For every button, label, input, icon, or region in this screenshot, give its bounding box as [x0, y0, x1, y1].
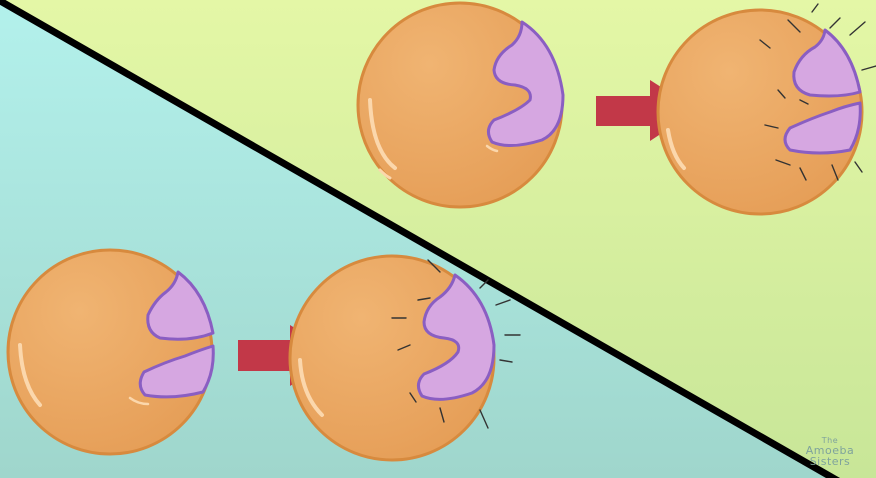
substrate-bound: [487, 20, 565, 147]
diagonal-divider: [0, 0, 841, 478]
substrate-lower: [138, 344, 215, 399]
energy-lines-top: [759, 3, 876, 181]
product-fragment-upper: [792, 28, 862, 98]
energy-lines-bottom: [391, 259, 521, 429]
substrate-upper: [146, 270, 215, 341]
product-joined: [417, 273, 496, 401]
product-fragment-lower: [783, 101, 862, 155]
